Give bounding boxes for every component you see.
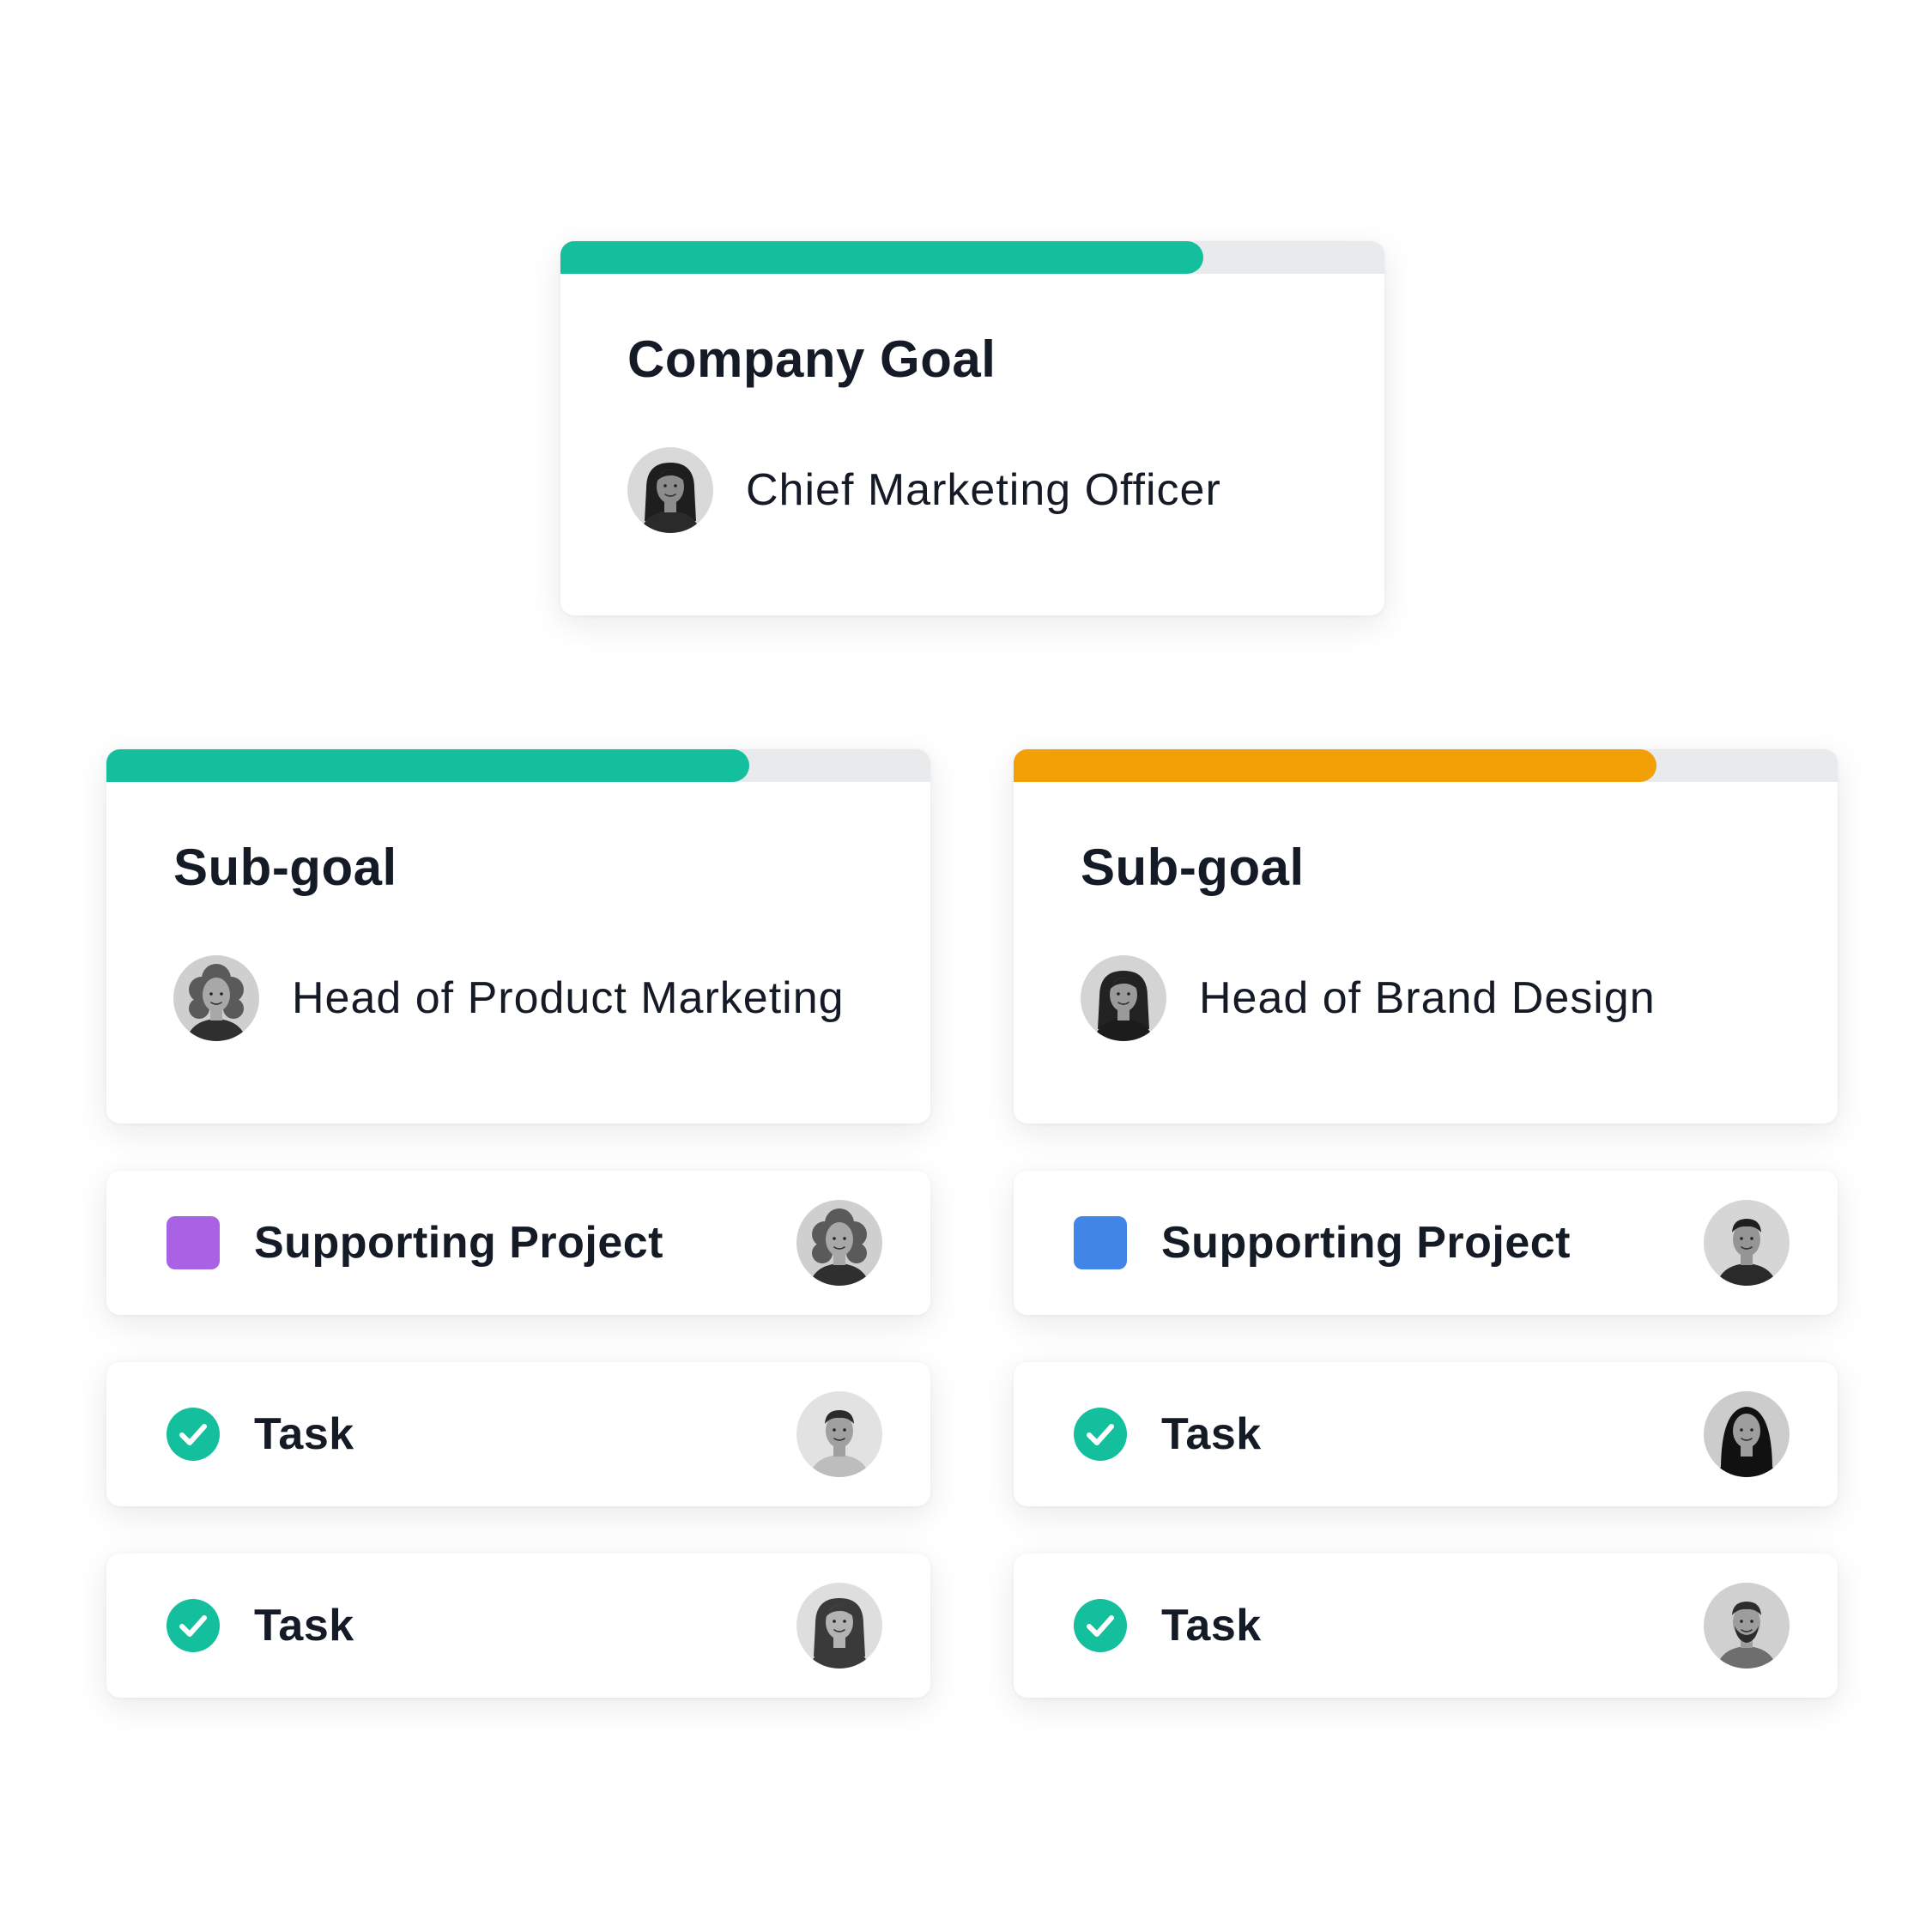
project-name[interactable]: Supporting Project bbox=[254, 1218, 663, 1268]
goal-title: Sub-goal bbox=[1081, 839, 1305, 896]
progress-bar-fill bbox=[1014, 749, 1656, 782]
sub-goal-card[interactable]: Sub-goal Head of Brand Design bbox=[1014, 749, 1838, 1123]
goal-title: Sub-goal bbox=[173, 839, 397, 896]
task-name[interactable]: Task bbox=[1161, 1601, 1262, 1650]
progress-bar bbox=[1014, 749, 1838, 782]
task-name[interactable]: Task bbox=[254, 1409, 354, 1459]
task-row[interactable]: Task bbox=[1014, 1362, 1838, 1506]
avatar[interactable] bbox=[627, 447, 713, 533]
project-square-icon bbox=[167, 1216, 220, 1269]
goal-owner: Head of Product Marketing bbox=[173, 955, 845, 1041]
avatar[interactable] bbox=[1704, 1391, 1790, 1477]
supporting-project-row[interactable]: Supporting Project bbox=[1014, 1171, 1838, 1315]
owner-role-label: Head of Product Marketing bbox=[292, 973, 845, 1023]
progress-bar bbox=[560, 241, 1384, 274]
avatar[interactable] bbox=[796, 1200, 882, 1286]
task-name[interactable]: Task bbox=[1161, 1409, 1262, 1459]
check-circle-icon[interactable] bbox=[1074, 1599, 1127, 1652]
avatar[interactable] bbox=[1704, 1200, 1790, 1286]
check-circle-icon[interactable] bbox=[1074, 1408, 1127, 1461]
project-square-icon bbox=[1074, 1216, 1127, 1269]
check-circle-icon[interactable] bbox=[167, 1599, 220, 1652]
company-goal-card[interactable]: Company Goal Chief Marketing Officer bbox=[560, 241, 1384, 615]
avatar[interactable] bbox=[796, 1583, 882, 1669]
goal-owner: Head of Brand Design bbox=[1081, 955, 1656, 1041]
progress-bar-fill bbox=[560, 241, 1203, 274]
owner-role-label: Chief Marketing Officer bbox=[746, 465, 1221, 515]
owner-role-label: Head of Brand Design bbox=[1199, 973, 1656, 1023]
task-row[interactable]: Task bbox=[106, 1362, 930, 1506]
avatar[interactable] bbox=[1081, 955, 1166, 1041]
avatar[interactable] bbox=[1704, 1583, 1790, 1669]
avatar[interactable] bbox=[173, 955, 259, 1041]
avatar[interactable] bbox=[796, 1391, 882, 1477]
goal-owner: Chief Marketing Officer bbox=[627, 447, 1221, 533]
task-row[interactable]: Task bbox=[1014, 1553, 1838, 1698]
task-row[interactable]: Task bbox=[106, 1553, 930, 1698]
task-name[interactable]: Task bbox=[254, 1601, 354, 1650]
project-name[interactable]: Supporting Project bbox=[1161, 1218, 1571, 1268]
sub-goal-card[interactable]: Sub-goal Head of Product Marketing bbox=[106, 749, 930, 1123]
progress-bar bbox=[106, 749, 930, 782]
supporting-project-row[interactable]: Supporting Project bbox=[106, 1171, 930, 1315]
goal-title: Company Goal bbox=[627, 330, 996, 388]
progress-bar-fill bbox=[106, 749, 749, 782]
check-circle-icon[interactable] bbox=[167, 1408, 220, 1461]
